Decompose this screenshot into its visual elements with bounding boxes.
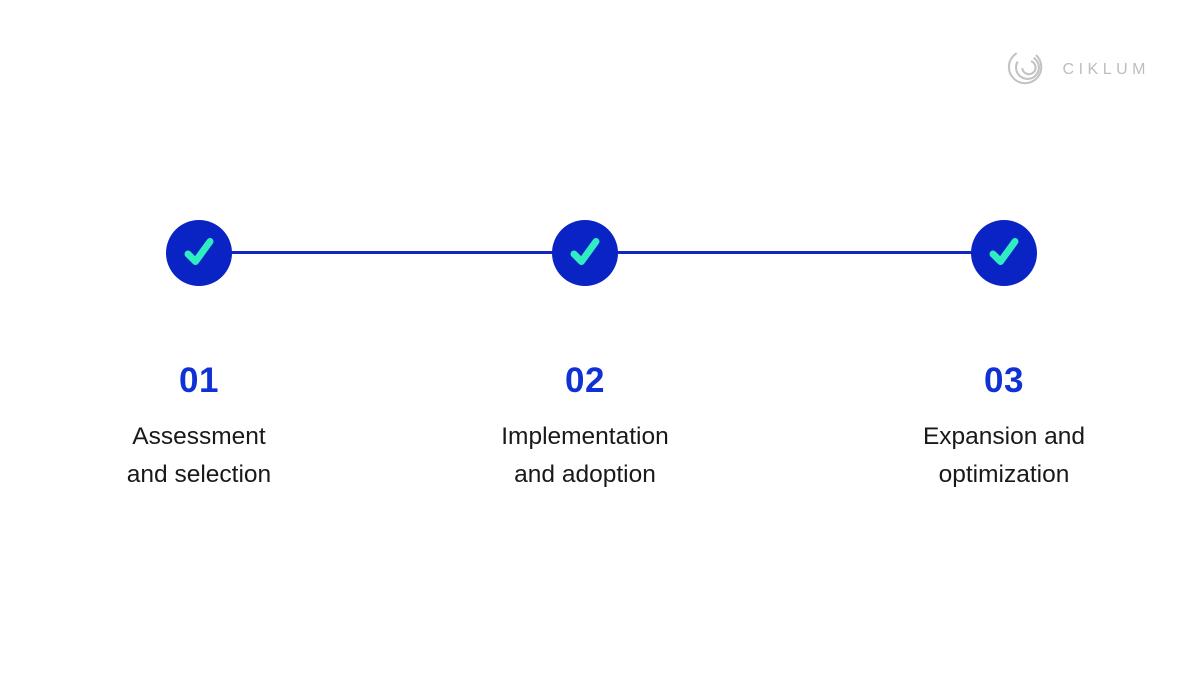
step-label-line1: Implementation bbox=[501, 423, 669, 450]
step-1: 01 Assessment and selection bbox=[29, 360, 369, 494]
check-icon bbox=[983, 234, 1025, 273]
step-2: 02 Implementation and adoption bbox=[415, 360, 755, 494]
timeline-node-2 bbox=[552, 220, 618, 286]
ciklum-logo: CIKLUM bbox=[1007, 46, 1150, 93]
step-label: Assessment and selection bbox=[29, 418, 369, 494]
step-label-line2: and adoption bbox=[514, 461, 656, 488]
step-label-line1: Expansion and bbox=[922, 423, 1086, 450]
step-label-line1: Assessment bbox=[132, 423, 266, 450]
step-label: Expansion and optimization bbox=[834, 418, 1174, 494]
ciklum-logo-text: CIKLUM bbox=[1062, 60, 1150, 78]
timeline-node-1 bbox=[166, 220, 232, 286]
step-3: 03 Expansion and optimization bbox=[834, 360, 1174, 494]
ciklum-logo-icon bbox=[1007, 46, 1047, 93]
step-number: 02 bbox=[565, 361, 605, 400]
check-icon bbox=[178, 234, 220, 273]
timeline-node-3 bbox=[971, 220, 1037, 286]
check-icon bbox=[564, 234, 606, 273]
step-label: Implementation and adoption bbox=[415, 418, 755, 494]
step-label-line2: and selection bbox=[126, 461, 272, 488]
step-label-line2: optimization bbox=[938, 461, 1070, 488]
step-number: 03 bbox=[984, 361, 1024, 400]
step-number: 01 bbox=[179, 361, 219, 400]
